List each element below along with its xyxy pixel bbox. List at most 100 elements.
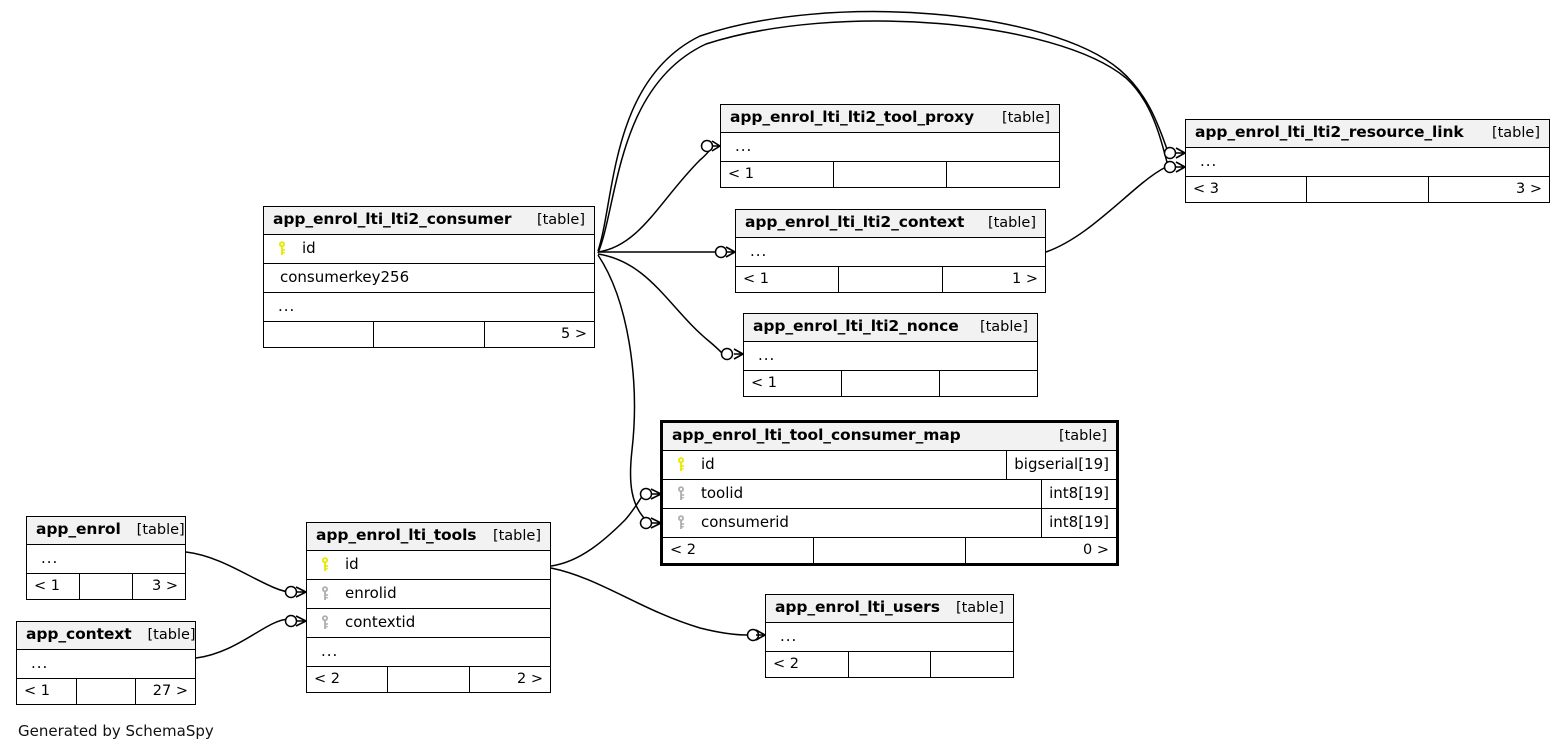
- table-row[interactable]: ...: [744, 342, 1037, 371]
- footer-children-count: 1 >: [1012, 270, 1038, 287]
- column-name: consumerid: [701, 513, 789, 531]
- table-header-tool_consumer_map: app_enrol_lti_tool_consumer_map[table]: [663, 423, 1116, 451]
- ellipsis-label: ...: [31, 654, 49, 672]
- table-title: app_enrol_lti_lti2_resource_link: [1195, 123, 1464, 141]
- table-header-lti2_consumer: app_enrol_lti_lti2_consumer[table]: [264, 207, 594, 235]
- footer-parents-count: < 1: [744, 370, 842, 396]
- table-row[interactable]: ...: [264, 293, 594, 322]
- ellipsis-label: ...: [321, 642, 339, 660]
- column-cell: id: [264, 241, 594, 256]
- more-columns-indicator: ...: [17, 656, 195, 671]
- column-type: int8[19]: [1041, 508, 1116, 537]
- table-type-tag: [table]: [979, 318, 1028, 335]
- column-name: toolid: [701, 484, 744, 502]
- table-row[interactable]: ...: [736, 238, 1045, 267]
- table-row[interactable]: id: [307, 551, 550, 580]
- table-row[interactable]: ...: [1186, 148, 1549, 177]
- column-name: contextid: [345, 613, 416, 631]
- column-cell: enrolid: [307, 586, 550, 601]
- ellipsis-label: ...: [735, 137, 753, 155]
- table-row[interactable]: ...: [27, 545, 185, 574]
- table-title: app_enrol_lti_lti2_context: [745, 213, 965, 231]
- edge-endpoint-circle: [284, 614, 298, 628]
- footer-parents-count: < 1: [17, 678, 77, 704]
- column-cell: consumerid: [663, 515, 1041, 530]
- edge-endpoint-circle: [284, 585, 298, 599]
- column-name: id: [345, 555, 359, 573]
- edge-endpoint-circle: [639, 487, 653, 501]
- table-row[interactable]: ...: [766, 623, 1013, 652]
- table-lti_tools[interactable]: app_enrol_lti_tools[table]id enrolid conte…: [306, 522, 551, 693]
- table-lti2_consumer[interactable]: app_enrol_lti_lti2_consumer[table]id cons…: [263, 206, 595, 348]
- table-title: app_enrol_lti_lti2_consumer: [273, 210, 512, 228]
- edge-endpoint-circle: [700, 139, 714, 153]
- footer-middle: [849, 651, 932, 677]
- table-footer: < 2 2 >: [307, 666, 550, 692]
- edge-endpoint-circle: [1163, 146, 1177, 160]
- more-columns-indicator: ...: [27, 551, 185, 566]
- table-row[interactable]: id: [264, 235, 594, 264]
- footer-children-count: [940, 371, 1037, 396]
- table-type-tag: [table]: [147, 626, 196, 643]
- more-columns-indicator: ...: [736, 244, 1045, 259]
- table-footer: < 1: [721, 161, 1059, 187]
- table-lti2_nonce[interactable]: app_enrol_lti_lti2_nonce [table]...< 1: [743, 313, 1038, 397]
- footer-parents-count: < 1: [27, 573, 80, 599]
- table-lti2_tool_proxy[interactable]: app_enrol_lti_lti2_tool_proxy[table]... <…: [720, 104, 1060, 188]
- footer-parents-count: < 1: [721, 161, 834, 187]
- primary-key-icon: [670, 457, 692, 472]
- table-type-tag: [table]: [1491, 124, 1540, 141]
- column-cell: id: [663, 457, 1006, 472]
- table-header-app_enrol: app_enrol[table]: [27, 517, 185, 545]
- table-lti2_resource_link[interactable]: app_enrol_lti_lti2_resource_link [table].…: [1185, 119, 1550, 203]
- table-lti2_context[interactable]: app_enrol_lti_lti2_context [table]... < 1 1…: [735, 209, 1046, 293]
- footer-middle: [388, 666, 470, 692]
- table-row[interactable]: ...: [307, 638, 550, 667]
- table-header-lti_tools: app_enrol_lti_tools[table]: [307, 523, 550, 551]
- footer-children-count: 2 >: [517, 670, 543, 687]
- table-header-lti_users: app_enrol_lti_users[table]: [766, 595, 1013, 623]
- footer-middle: [374, 321, 485, 347]
- footer-middle: [814, 537, 966, 563]
- table-row[interactable]: contextid: [307, 609, 550, 638]
- footer-parents-count: < 2: [307, 666, 389, 692]
- table-title: app_enrol_lti_tools: [316, 526, 477, 544]
- edge-endpoint-circle: [746, 628, 760, 642]
- footer-parents-count: < 1: [736, 266, 840, 292]
- table-row[interactable]: enrolid: [307, 580, 550, 609]
- table-row[interactable]: consumerkey256: [264, 264, 594, 293]
- foreign-key-icon: [670, 486, 692, 501]
- table-row[interactable]: ...: [721, 133, 1059, 162]
- ellipsis-label: ...: [780, 627, 798, 645]
- table-row[interactable]: ...: [17, 650, 195, 679]
- primary-key-icon: [271, 241, 293, 256]
- table-tool_consumer_map[interactable]: app_enrol_lti_tool_consumer_map[table]id…: [660, 420, 1119, 566]
- table-header-lti2_resource_link: app_enrol_lti_lti2_resource_link [table]: [1186, 120, 1549, 148]
- table-type-tag: [table]: [987, 214, 1036, 231]
- footer-middle: [80, 573, 133, 599]
- foreign-key-icon: [314, 586, 336, 601]
- table-title: app_enrol: [36, 520, 121, 538]
- footer-middle: [834, 161, 947, 187]
- footer-middle: [842, 370, 940, 396]
- footer-middle: [77, 678, 137, 704]
- table-lti_users[interactable]: app_enrol_lti_users[table]... < 2: [765, 594, 1014, 678]
- column-name: consumerkey256: [280, 268, 410, 286]
- table-type-tag: [table]: [955, 599, 1004, 616]
- edge-endpoint-circle: [1163, 160, 1177, 174]
- table-footer: < 2: [766, 651, 1013, 677]
- table-footer: 5 >: [264, 321, 594, 347]
- table-header-lti2_tool_proxy: app_enrol_lti_lti2_tool_proxy[table]: [721, 105, 1059, 133]
- footer-parents-count: < 3: [1186, 176, 1308, 202]
- column-cell: contextid: [307, 615, 550, 630]
- table-footer: < 1 1 >: [736, 266, 1045, 292]
- foreign-key-icon: [314, 615, 336, 630]
- table-row[interactable]: consumerid int8[19]: [663, 508, 1116, 538]
- table-title: app_enrol_lti_lti2_nonce: [753, 317, 959, 335]
- column-cell: toolid: [663, 486, 1041, 501]
